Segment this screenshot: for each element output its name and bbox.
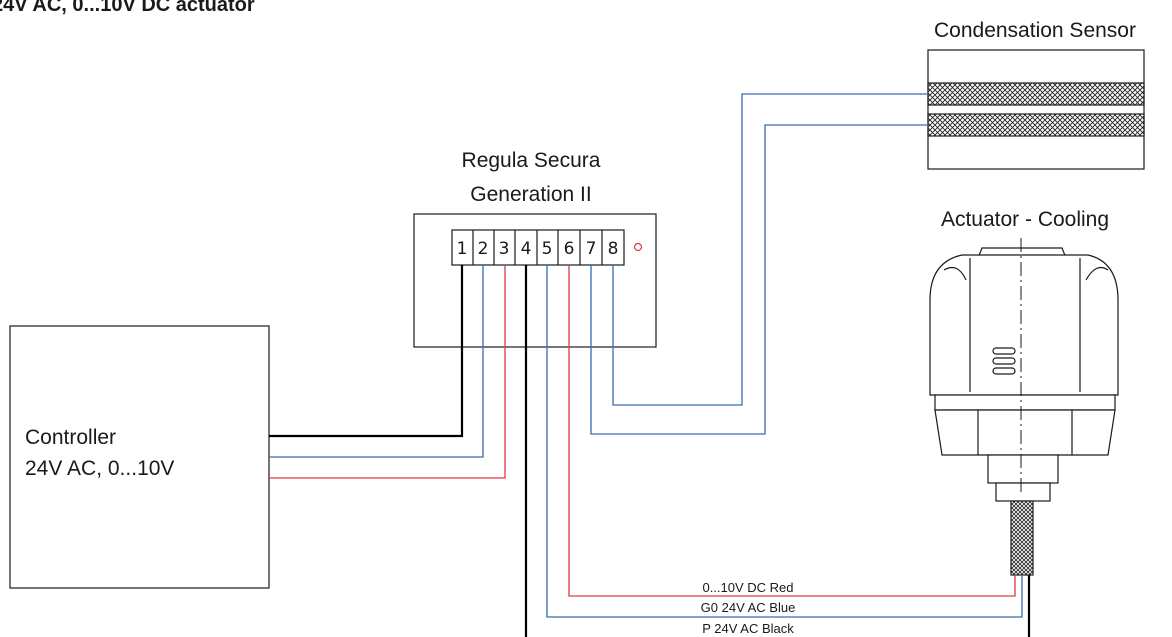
terminal-8: 8 <box>608 239 619 259</box>
page-title: 24V AC, 0...10V DC actuator <box>0 0 255 16</box>
wires <box>269 93 1031 637</box>
terminal-3: 3 <box>499 239 510 259</box>
sensor-strip-top-icon <box>927 82 1145 106</box>
terminal-4: 4 <box>521 239 532 259</box>
wire-ctrl-blue <box>269 265 484 458</box>
terminal-dividers <box>472 230 603 265</box>
sensor-label: Condensation Sensor <box>934 19 1136 42</box>
controller-box <box>9 325 270 589</box>
wire-act-blue <box>546 265 1023 618</box>
wire-sensor-1 <box>612 93 928 406</box>
terminal-1: 1 <box>457 239 468 259</box>
module-label-line2: Generation II <box>470 183 591 206</box>
wire-ctrl-black <box>269 265 464 438</box>
sensor-box <box>927 49 1145 170</box>
wire-ctrl-red <box>269 265 506 479</box>
terminal-7: 7 <box>586 239 597 259</box>
sensor-strip-bottom-icon <box>927 113 1145 137</box>
terminal-5: 5 <box>542 239 553 259</box>
actuator-icon <box>929 247 1119 576</box>
wire-sensor-2 <box>590 124 928 435</box>
terminal-6: 6 <box>564 239 575 259</box>
controller-label: Controller <box>25 426 116 449</box>
terminal-2: 2 <box>478 239 489 259</box>
controller-spec: 24V AC, 0...10V <box>25 457 174 480</box>
wire-label-red: 0...10V DC Red <box>702 580 793 595</box>
wire-label-black: P 24V AC Black <box>702 621 794 636</box>
terminal-block <box>451 229 625 266</box>
module-label-line1: Regula Secura <box>462 149 601 172</box>
actuator-label: Actuator - Cooling <box>941 208 1109 231</box>
wire-act-red <box>568 265 1016 597</box>
status-led-icon <box>633 242 643 252</box>
wire-label-blue: G0 24V AC Blue <box>701 600 796 615</box>
